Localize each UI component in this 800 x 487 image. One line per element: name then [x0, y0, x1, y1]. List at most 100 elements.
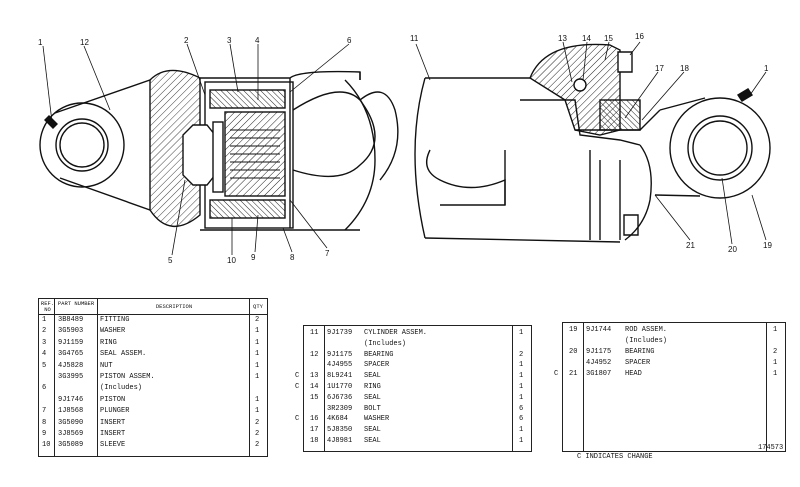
part-cell: 3G5089: [58, 441, 84, 450]
change-cell: C: [554, 370, 559, 378]
left-rod-eye: [39, 69, 201, 228]
callout-label: 19: [763, 241, 772, 250]
qty-cell: 2: [255, 418, 260, 427]
desc-cell: PISTON ASSEM.: [100, 373, 155, 381]
part-cell: 9J1746: [58, 395, 84, 404]
ref-cell: 12: [310, 350, 319, 359]
desc-cell: RING: [100, 338, 117, 347]
qty-cell: 1: [519, 426, 524, 435]
ref-cell: 18: [310, 437, 319, 445]
desc-cell: SEAL: [364, 372, 381, 381]
ref-cell: 17: [310, 426, 319, 435]
part-cell: 9J1175: [586, 348, 612, 356]
desc-cell: SEAL ASSEM.: [100, 350, 147, 359]
part-cell: 4J8981: [327, 437, 353, 445]
part-cell: 9J1744: [586, 326, 612, 334]
desc-cell: BOLT: [364, 404, 381, 413]
ref-cell: 7: [42, 407, 47, 416]
desc-cell: INSERT: [100, 430, 126, 438]
callout-label: 1: [764, 64, 769, 73]
part-cell: 1U1770: [327, 383, 353, 391]
qty-cell: 1: [519, 329, 524, 337]
ref-cell: 4: [42, 350, 47, 359]
desc-cell: SPACER: [364, 361, 390, 370]
callout-label: 5: [168, 256, 173, 265]
desc-cell: HEAD: [625, 370, 642, 378]
part-cell: 9J1175: [327, 350, 353, 359]
qty-cell: 1: [255, 373, 260, 381]
desc-cell: WASHER: [364, 415, 390, 424]
callout-label: 17: [655, 64, 664, 73]
change-cell: C: [295, 383, 300, 391]
ref-cell: 16: [310, 415, 319, 424]
qty-cell: 1: [519, 383, 524, 391]
table-row: C 21 3G1807 HEAD 1: [554, 370, 785, 379]
part-cell: 4K684: [327, 415, 349, 424]
header-ref: REF. NO: [40, 300, 55, 313]
qty-cell: 6: [519, 415, 524, 424]
part-cell: 4J5828: [58, 361, 84, 370]
ref-cell: 6: [42, 384, 47, 393]
desc-cell: SPACER: [625, 359, 651, 367]
qty-cell: 2: [255, 441, 260, 450]
part-cell: 1J8568: [58, 407, 84, 416]
part-cell: 6J6736: [327, 393, 353, 402]
qty-cell: 2: [255, 316, 260, 324]
qty-cell: 1: [519, 361, 524, 370]
callout-label: 11: [410, 34, 419, 43]
ref-cell: 2: [42, 327, 47, 336]
desc-cell: (Includes): [100, 384, 143, 393]
callout-label: 8: [290, 253, 295, 262]
left-cylinder-body: [182, 70, 399, 231]
ref-cell: 20: [569, 348, 578, 356]
callout-label: 4: [255, 36, 260, 45]
desc-cell: SEAL: [364, 437, 381, 445]
desc-cell: BEARING: [625, 348, 655, 356]
part-cell: 3G5903: [58, 327, 84, 336]
right-cylinder-body: [414, 43, 661, 243]
desc-cell: RING: [364, 383, 381, 391]
callout-label: 10: [227, 256, 236, 265]
part-cell: 4J4952: [586, 359, 612, 367]
ref-cell: 13: [310, 372, 319, 381]
callout-label: 15: [604, 34, 613, 43]
desc-cell: NUT: [100, 361, 113, 370]
desc-cell: SEAL: [364, 393, 381, 402]
desc-cell: BEARING: [364, 350, 394, 359]
part-cell: 5J8350: [327, 426, 353, 435]
header-qty: QTY: [253, 303, 263, 310]
header-part: PART NUMBER: [57, 300, 95, 307]
part-cell: 3G5090: [58, 418, 84, 427]
desc-cell: (Includes): [625, 337, 668, 345]
qty-cell: 1: [255, 361, 260, 370]
desc-cell: ROD ASSEM.: [625, 326, 668, 334]
table-row: (Includes): [563, 337, 785, 346]
qty-cell: 1: [519, 393, 524, 402]
qty-cell: 1: [773, 370, 778, 378]
part-cell: 3G1807: [586, 370, 612, 378]
qty-cell: 1: [519, 372, 524, 381]
callout-label: 1: [38, 38, 43, 47]
ref-cell: 21: [569, 370, 578, 378]
part-cell: 3J8569: [58, 430, 84, 438]
qty-cell: 2: [255, 430, 260, 438]
qty-cell: 1: [255, 338, 260, 347]
part-cell: 3R2309: [327, 404, 353, 413]
change-cell: C: [295, 372, 300, 381]
